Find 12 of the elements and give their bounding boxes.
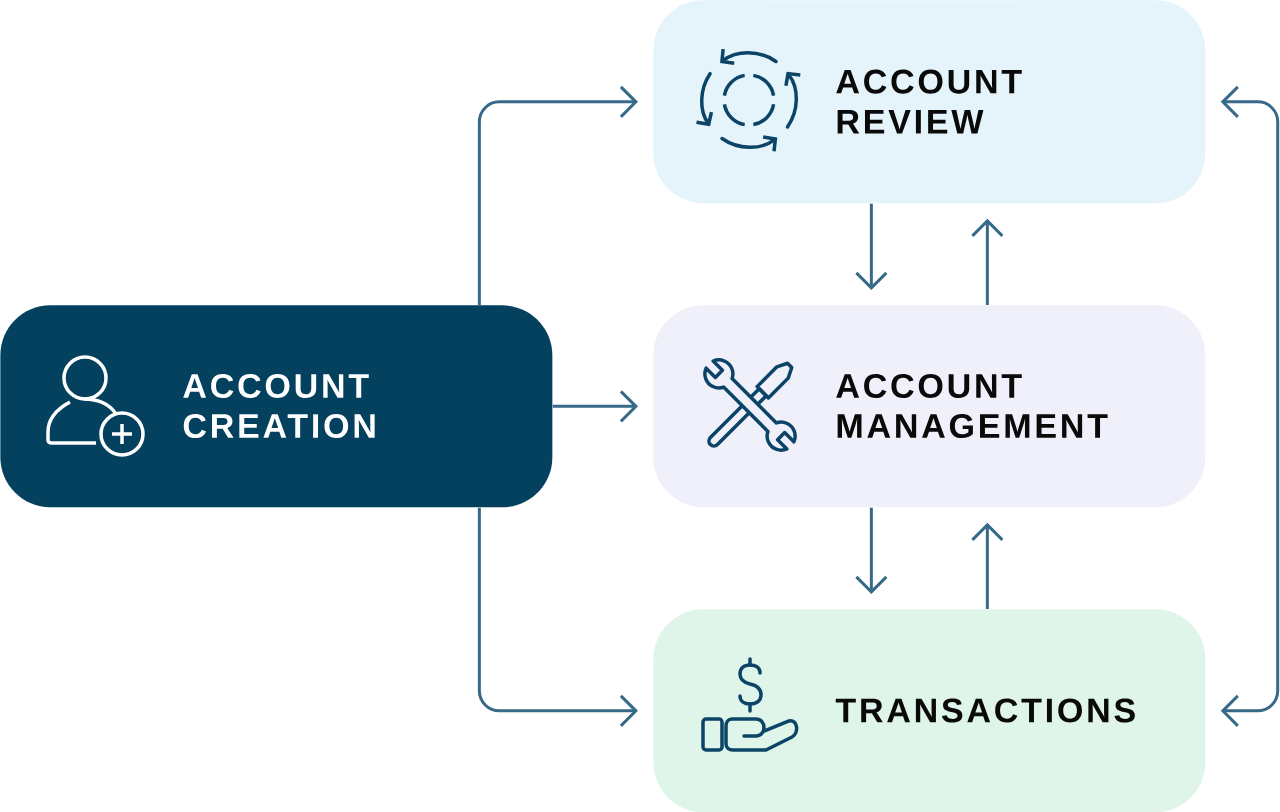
arrow — [1220, 85, 1280, 727]
arrow — [477, 507, 638, 727]
arrow — [971, 522, 1004, 609]
process-box: TRANSACTIONS — [653, 609, 1206, 812]
process-box: ACCOUNT REVIEW — [653, 0, 1206, 204]
process-box: ACCOUNT MANAGEMENT — [653, 305, 1206, 508]
process-box: ACCOUNT CREATION — [0, 305, 553, 508]
arrow — [477, 85, 638, 305]
arrow — [855, 203, 888, 290]
arrow — [971, 218, 1004, 305]
arrow — [552, 390, 638, 423]
arrow — [855, 507, 888, 594]
